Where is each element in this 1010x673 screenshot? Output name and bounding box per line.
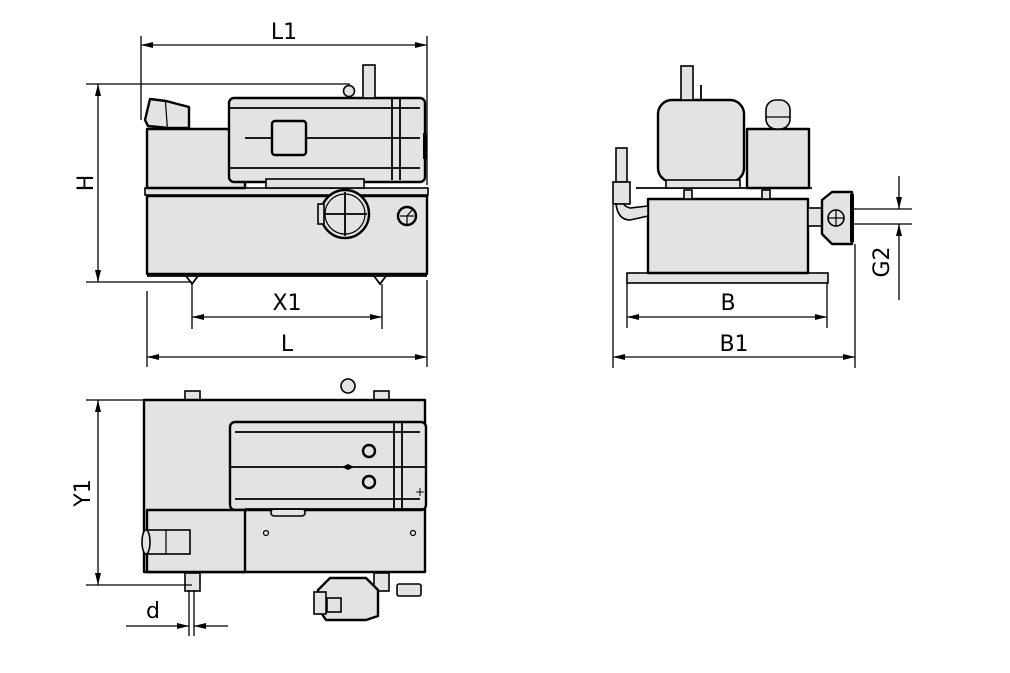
end-base-plate	[626, 272, 829, 284]
dim-label-L1: L1	[271, 20, 297, 45]
end-tank	[646, 197, 810, 275]
exhaust-nozzle	[143, 97, 170, 130]
end-motor	[656, 98, 746, 184]
dim-label-B1: B1	[719, 332, 748, 357]
dim-label-B: B	[720, 291, 735, 316]
top-control-box	[145, 508, 247, 574]
left-fitting-pipe	[615, 147, 628, 183]
top-pipe	[362, 64, 376, 99]
port-top	[361, 443, 377, 459]
valve-knob	[342, 84, 356, 98]
dimension-G2: G2	[852, 176, 912, 300]
top-view: +	[141, 378, 428, 622]
end-view	[612, 65, 854, 284]
dimension-Y1: Y1	[71, 399, 192, 586]
dim-label-Y1: Y1	[71, 479, 96, 507]
end-top-pipe	[680, 65, 694, 101]
dimension-H: H	[74, 83, 350, 283]
motor-housing	[227, 96, 427, 184]
svg-text:+: +	[415, 485, 425, 499]
tank-body	[145, 194, 429, 276]
dimension-L1: L1	[140, 20, 428, 185]
port-bottom	[361, 474, 377, 490]
dim-label-d: d	[146, 599, 160, 624]
dimension-B1: B1	[612, 205, 856, 368]
dim-label-G2: G2	[870, 246, 895, 277]
dimension-d: d	[126, 590, 228, 636]
side-view	[143, 64, 429, 286]
foot-left	[185, 275, 199, 286]
dimension-L: L	[146, 280, 428, 367]
dim-label-X1: X1	[272, 291, 301, 316]
dimension-B: B	[626, 283, 828, 328]
foot-right	[373, 275, 387, 286]
terminal-box	[270, 119, 308, 157]
dim-label-H: H	[74, 175, 99, 192]
top-motor	[228, 420, 428, 512]
top-valve-knob	[340, 378, 356, 394]
dimension-X1: X1	[191, 284, 383, 329]
end-control-box	[745, 127, 811, 190]
dim-label-L: L	[281, 332, 294, 357]
